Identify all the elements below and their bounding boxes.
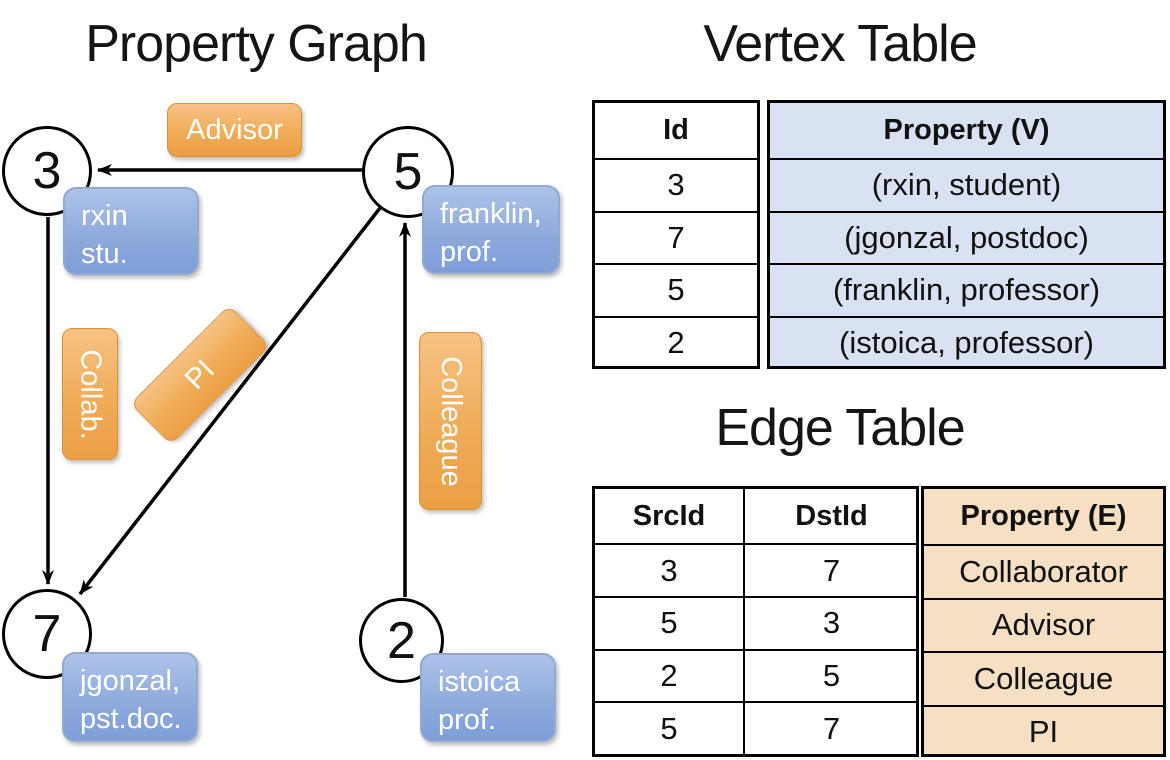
edge-table-id-columns: SrcId 3 5 2 5 DstId 7 3 5 7 [592, 486, 919, 757]
table-cell: (rxin, student) [770, 158, 1163, 211]
property-line: istoica [438, 666, 521, 698]
node-id: 5 [393, 143, 423, 201]
property-line: prof. [440, 236, 499, 268]
edge-table-header-property: Property (E) [960, 500, 1127, 532]
table-cell: 5 [595, 595, 743, 649]
property-graph-title: Property Graph [85, 15, 428, 73]
edge-5-to-7 [78, 206, 382, 596]
property-line: stu. [81, 238, 128, 270]
table-cell: (jgonzal, postdoc) [770, 210, 1163, 264]
vertex-table-header-id: Id [663, 114, 689, 146]
edge-table-header-srcid: SrcId [632, 499, 706, 532]
table-cell: 3 [595, 543, 743, 596]
vertex-property-box-jgonzal: jgonzal, pst.doc. [62, 652, 198, 742]
edge-label-collab: Collab. [62, 328, 118, 460]
table-cell: 5 [745, 648, 918, 702]
node-id: 7 [32, 605, 62, 663]
edge-label-colleague: Colleague [419, 332, 482, 510]
graph-node-2: 2 [359, 598, 444, 683]
vertex-property-box-franklin: franklin, prof. [422, 185, 560, 274]
vertex-table-header-property: Property (V) [883, 114, 1050, 146]
property-line: rxin [81, 200, 128, 232]
table-cell: Colleague [924, 651, 1163, 705]
table-cell: 7 [745, 543, 918, 596]
property-line: prof. [438, 704, 497, 736]
vertex-property-box-istoica: istoica prof. [420, 653, 556, 742]
vertex-table-property-column: Property (V) (rxin, student) (jgonzal, p… [767, 100, 1166, 369]
table-cell: 3 [745, 595, 918, 649]
property-line: pst.doc. [80, 703, 182, 735]
table-cell: (istoica, professor) [770, 315, 1163, 369]
table-cell: Advisor [924, 597, 1163, 652]
node-id: 2 [387, 611, 416, 670]
edge-table-header-dstid: DstId [795, 499, 868, 532]
table-cell: 2 [595, 648, 743, 702]
table-cell: 3 [595, 158, 757, 211]
table-cell: 7 [745, 701, 918, 754]
edge-label-text: Colleague [435, 355, 468, 487]
vertex-table-id-column: Id 3 7 5 2 [592, 100, 760, 369]
table-cell: 5 [595, 701, 743, 754]
table-cell: PI [924, 704, 1163, 759]
vertex-table-title: Vertex Table [703, 15, 977, 73]
table-cell: 2 [595, 315, 757, 369]
table-cell: 5 [595, 263, 757, 316]
edge-label-advisor: Advisor [167, 103, 302, 157]
table-cell: 7 [595, 210, 757, 264]
table-cell: (franklin, professor) [770, 263, 1163, 316]
edge-label-text: PI [178, 353, 221, 396]
graph-node-5: 5 [362, 126, 454, 218]
edge-table-title: Edge Table [715, 399, 965, 457]
property-line: jgonzal, [80, 665, 180, 697]
edge-table-dstid-column: DstId 7 3 5 7 [743, 489, 918, 754]
property-line: franklin, [440, 198, 542, 230]
vertex-property-box-rxin: rxin stu. [63, 187, 199, 275]
edge-table-srcid-column: SrcId 3 5 2 5 [595, 489, 743, 754]
edge-label-text: Advisor [186, 113, 283, 146]
table-cell: Collaborator [924, 544, 1163, 598]
edge-table-property-column: Property (E) Collaborator Advisor Collea… [921, 486, 1166, 757]
node-id: 3 [32, 142, 62, 200]
edge-label-text: Collab. [74, 348, 107, 440]
graph-edges [42, 164, 411, 597]
